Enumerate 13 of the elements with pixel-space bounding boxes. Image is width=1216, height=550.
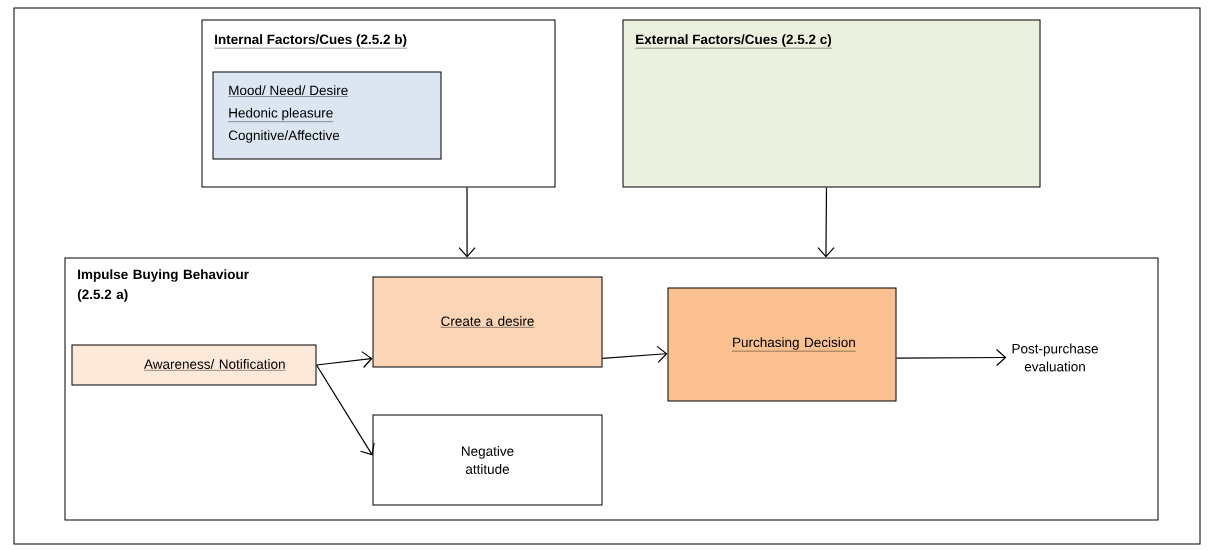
process-box: Create a desire: [372, 276, 603, 368]
process-box: Awareness/ Notification: [71, 344, 317, 386]
process-box: Purchasing Decision: [667, 287, 897, 402]
arrow: [601, 345, 668, 363]
arrow: [315, 364, 375, 456]
arrow: [315, 351, 373, 369]
arrow: [895, 348, 1007, 367]
outcome-text: Post-purchase evaluation: [1012, 343, 1098, 372]
factor-box: External Factors/Cues (2.5.2 c): [622, 19, 1041, 188]
cue-list-box: Mood/ Need/ Desire Hedonic pleasure Cognitive/Affective: [212, 71, 442, 160]
process-box: Negative attitude: [372, 414, 603, 506]
arrow: [817, 186, 835, 258]
arrow: [458, 186, 476, 258]
